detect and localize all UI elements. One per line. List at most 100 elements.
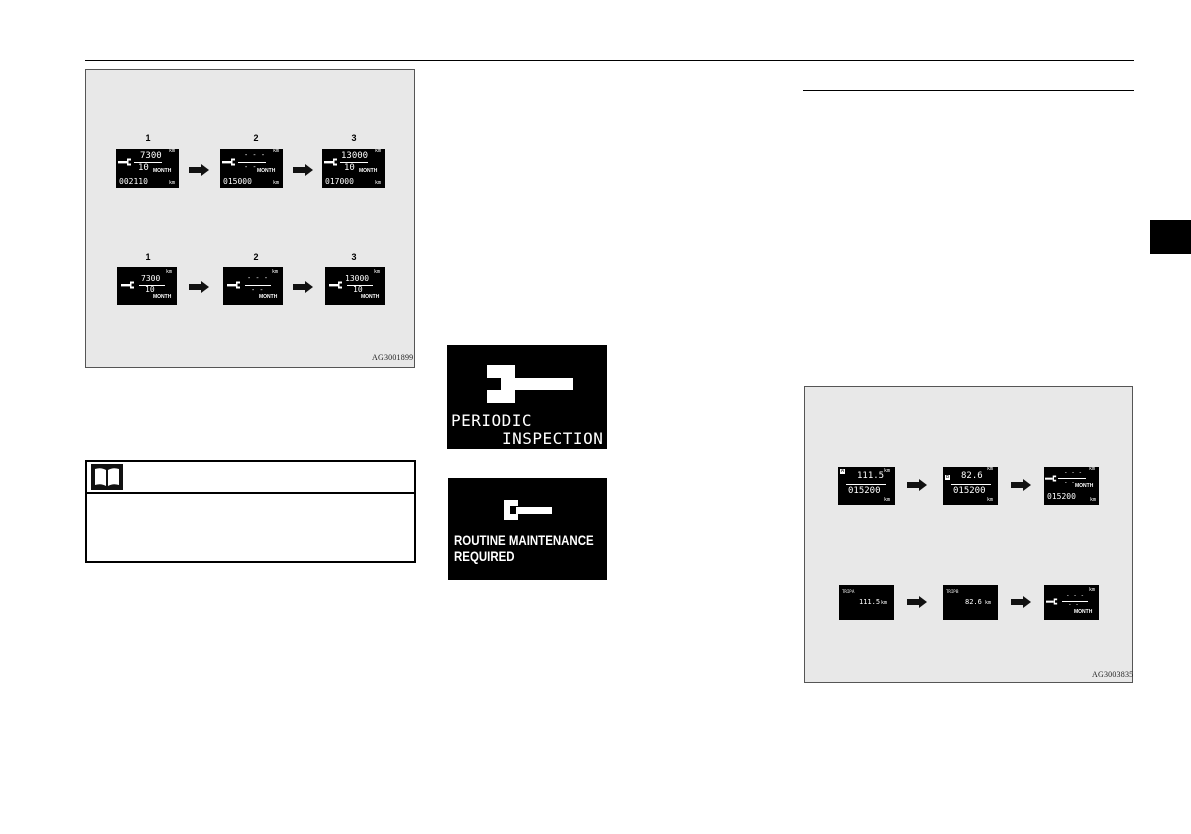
step-number: 2 bbox=[253, 133, 259, 143]
odometer-value: 002110 bbox=[119, 177, 148, 186]
wrench-icon bbox=[1046, 598, 1058, 605]
service-months: - - bbox=[1064, 479, 1075, 486]
unit-km: km bbox=[985, 600, 992, 606]
figure-trip-to-service-display: A 111.5 km 015200 km B 82.6 km 015200 km… bbox=[804, 386, 1133, 683]
trip-tag: A bbox=[840, 468, 846, 474]
service-distance: - - - bbox=[1064, 469, 1083, 476]
month-label: MONTH bbox=[259, 294, 278, 300]
page-top-rule bbox=[85, 60, 1134, 61]
unit-km: km bbox=[987, 497, 994, 503]
arrow-right-icon bbox=[1011, 596, 1031, 608]
arrow-right-icon bbox=[189, 164, 209, 176]
lcd-screen-reset: - - - km - - MONTH bbox=[223, 267, 283, 305]
wrench-icon bbox=[1045, 475, 1057, 482]
column-heading-rule bbox=[803, 90, 1134, 91]
service-months: 10 bbox=[138, 163, 149, 173]
service-months: 10 bbox=[353, 285, 363, 294]
figure-code: AG3001899 bbox=[372, 353, 414, 362]
figure-code: AG3003835 bbox=[1092, 670, 1134, 679]
lcd-screen-new-interval: 13000 km 10 MONTH 017000 km bbox=[322, 149, 385, 188]
month-label: MONTH bbox=[153, 294, 172, 300]
unit-km: km bbox=[884, 468, 891, 474]
unit-km: km bbox=[881, 600, 888, 606]
lcd-screen-trip-b: B 82.6 km 015200 km bbox=[943, 467, 998, 505]
unit-km: km bbox=[1089, 587, 1096, 593]
odometer-value: 015200 bbox=[848, 486, 881, 496]
trip-label: TRIP bbox=[842, 589, 852, 594]
periodic-inspection-screen: PERIODIC INSPECTION bbox=[447, 345, 607, 449]
unit-km: km bbox=[884, 497, 891, 503]
lcd-screen-odometer: 7300 km 10 MONTH 002110 km bbox=[116, 149, 179, 188]
month-label: MONTH bbox=[1075, 483, 1094, 489]
unit-km: km bbox=[1089, 467, 1096, 472]
unit-km: km bbox=[166, 269, 173, 275]
trip-value: 82.6 bbox=[961, 471, 983, 481]
odometer-value: 015200 bbox=[1047, 492, 1076, 501]
service-months: 10 bbox=[145, 285, 155, 294]
unit-km: km bbox=[169, 180, 176, 186]
wrench-icon bbox=[487, 365, 573, 403]
arrow-right-icon bbox=[293, 164, 313, 176]
lcd-screen-service-reset-compact: - - - km - - MONTH bbox=[1044, 585, 1099, 620]
note-header bbox=[87, 462, 414, 494]
unit-km: km bbox=[987, 467, 994, 472]
trip-value: 111.5 bbox=[857, 471, 885, 481]
wrench-icon bbox=[324, 158, 337, 166]
unit-km: km bbox=[374, 269, 381, 275]
service-months: - - bbox=[244, 163, 257, 171]
month-label: MONTH bbox=[1074, 609, 1093, 615]
unit-km: km bbox=[1090, 497, 1097, 503]
odometer-value: 015000 bbox=[223, 177, 252, 186]
trip-label: TRIP bbox=[946, 589, 956, 594]
trip-tag: B bbox=[956, 589, 959, 594]
step-number: 1 bbox=[145, 133, 151, 143]
arrow-right-icon bbox=[189, 281, 209, 293]
wrench-icon bbox=[227, 281, 240, 289]
arrow-right-icon bbox=[1011, 479, 1031, 491]
trip-tag: A bbox=[852, 589, 855, 594]
month-label: MONTH bbox=[257, 168, 276, 174]
service-distance: 13000 bbox=[341, 151, 369, 161]
lcd-screen-trip-a: A 111.5 km 015200 km bbox=[838, 467, 895, 505]
odometer-value: 015200 bbox=[953, 486, 986, 496]
unit-km: km bbox=[272, 269, 279, 275]
lcd-screen-new-interval: 13000 km 10 MONTH bbox=[325, 267, 385, 305]
unit-km: km bbox=[273, 180, 280, 186]
periodic-line-2: INSPECTION bbox=[502, 429, 604, 448]
lcd-screen-service-interval: 7300 km 10 MONTH bbox=[117, 267, 177, 305]
step-number: 1 bbox=[145, 252, 151, 262]
routine-line-1: ROUTINE MAINTENANCE bbox=[454, 532, 594, 548]
service-distance: - - - bbox=[1066, 592, 1085, 599]
lcd-screen-trip-b-compact: TRIP B 82.6 km bbox=[943, 585, 998, 620]
service-distance: 7300 bbox=[140, 151, 162, 161]
month-label: MONTH bbox=[361, 294, 380, 300]
month-label: MONTH bbox=[359, 168, 378, 174]
arrow-right-icon bbox=[907, 479, 927, 491]
wrench-icon bbox=[121, 281, 134, 289]
figure-service-reminder-reset: 1 2 3 7300 km 10 MONTH 002110 km - - - k… bbox=[85, 69, 415, 368]
lcd-screen-trip-a-compact: TRIP A 111.5 km bbox=[839, 585, 894, 620]
wrench-icon bbox=[329, 281, 342, 289]
service-distance: 7300 bbox=[141, 274, 161, 283]
periodic-line-1: PERIODIC bbox=[451, 411, 533, 430]
service-distance: 13000 bbox=[345, 274, 370, 283]
step-number: 3 bbox=[351, 133, 357, 143]
unit-km: km bbox=[375, 180, 382, 186]
odometer-value: 017000 bbox=[325, 177, 354, 186]
month-label: MONTH bbox=[153, 168, 172, 174]
trip-tag: B bbox=[945, 474, 951, 480]
trip-value: 111.5 bbox=[859, 598, 881, 606]
lcd-screen-service-reset: - - - km - - MONTH 015200 km bbox=[1044, 467, 1099, 505]
service-distance: - - - bbox=[244, 151, 266, 159]
service-months: - - bbox=[251, 286, 264, 294]
service-distance: - - - bbox=[247, 274, 269, 282]
step-number: 3 bbox=[351, 252, 357, 262]
unit-km: km bbox=[273, 149, 280, 154]
wrench-icon bbox=[222, 158, 235, 166]
service-months: 10 bbox=[344, 163, 355, 173]
wrench-icon bbox=[504, 500, 552, 520]
unit-km: km bbox=[375, 149, 382, 154]
routine-line-2: REQUIRED bbox=[454, 548, 515, 564]
chapter-tab-marker bbox=[1150, 220, 1191, 254]
arrow-right-icon bbox=[907, 596, 927, 608]
